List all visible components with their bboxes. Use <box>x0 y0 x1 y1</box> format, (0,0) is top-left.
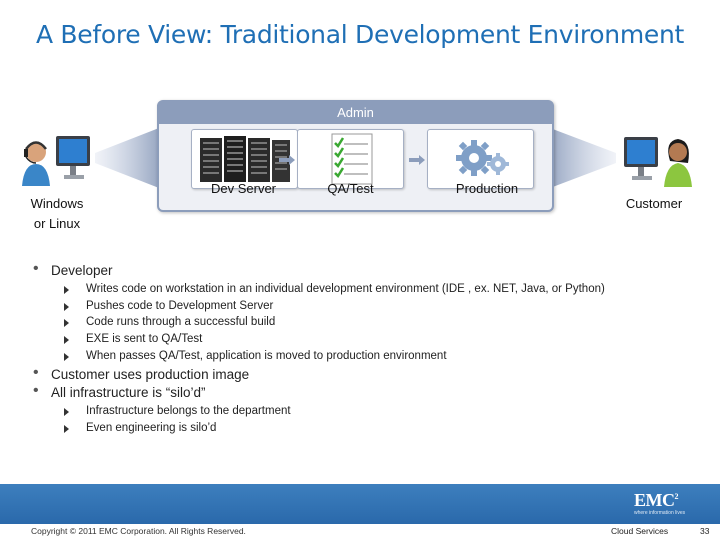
bullet-developer: • Developer <box>51 263 113 278</box>
list-item-text: Writes code on workstation in an individ… <box>86 283 605 295</box>
list-item: EXE is sent to QA/Test <box>86 333 202 345</box>
list-item-text: Infrastructure belongs to the department <box>86 405 291 417</box>
right-connector <box>550 128 616 188</box>
stage-label-qa-test: QA/Test <box>297 181 404 196</box>
checklist-icon <box>328 132 376 186</box>
bullet-dot: • <box>33 260 39 278</box>
bullet-dot: • <box>33 364 39 382</box>
copyright-text: Copyright © 2011 EMC Corporation. All Ri… <box>31 526 246 536</box>
bullet-infrastructure: • All infrastructure is “silo’d” <box>51 385 206 400</box>
stage-qa-test <box>297 129 404 189</box>
platform-label: Windows or Linux <box>22 194 92 234</box>
triangle-bullet-icon <box>64 303 69 311</box>
bullet-developer-text: Developer <box>51 263 113 278</box>
gears-icon <box>452 134 512 184</box>
developer-headset-monitor-icon <box>18 132 98 188</box>
stage-label-dev-server: Dev Server <box>189 181 298 196</box>
platform-line1: Windows <box>31 196 84 211</box>
bullet-customer: • Customer uses production image <box>51 367 249 382</box>
stage-label-production: Production <box>427 181 547 196</box>
list-item-text: When passes QA/Test, application is move… <box>86 350 447 362</box>
list-item-text: Even engineering is silo’d <box>86 422 216 434</box>
left-connector <box>95 128 159 188</box>
triangle-bullet-icon <box>64 425 69 433</box>
platform-line2: or Linux <box>34 216 80 231</box>
customer-monitor-icon <box>620 133 700 189</box>
list-item: Writes code on workstation in an individ… <box>86 283 605 295</box>
logo-text: EMC <box>634 490 675 510</box>
list-item: When passes QA/Test, application is move… <box>86 350 447 362</box>
logo-superscript: 2 <box>675 492 679 501</box>
bullet-dot: • <box>33 382 39 400</box>
stage-production <box>427 129 534 189</box>
list-item: Infrastructure belongs to the department <box>86 405 291 417</box>
triangle-bullet-icon <box>64 286 69 294</box>
logo-tagline: where information lives <box>634 510 685 516</box>
slide-title: A Before View: Traditional Development E… <box>0 20 720 49</box>
list-item-text: EXE is sent to QA/Test <box>86 333 202 345</box>
emc-logo: EMC2 <box>634 490 678 511</box>
triangle-bullet-icon <box>64 319 69 327</box>
admin-group: Admin Dev Server QA <box>157 100 554 212</box>
arrow-right-icon <box>409 155 425 165</box>
list-item: Even engineering is silo’d <box>86 422 216 434</box>
triangle-bullet-icon <box>64 408 69 416</box>
list-item-text: Pushes code to Development Server <box>86 300 273 312</box>
list-item-text: Code runs through a successful build <box>86 316 275 328</box>
bullet-customer-text: Customer uses production image <box>51 367 249 382</box>
page-number: 33 <box>700 526 709 536</box>
footer-band <box>0 484 720 524</box>
bullet-infrastructure-text: All infrastructure is “silo’d” <box>51 385 206 400</box>
triangle-bullet-icon <box>64 353 69 361</box>
customer-label: Customer <box>614 194 694 214</box>
section-label: Cloud Services <box>611 526 668 536</box>
list-item: Code runs through a successful build <box>86 316 275 328</box>
admin-label: Admin <box>159 102 552 124</box>
list-item: Pushes code to Development Server <box>86 300 273 312</box>
triangle-bullet-icon <box>64 336 69 344</box>
arrow-right-icon <box>279 155 295 165</box>
